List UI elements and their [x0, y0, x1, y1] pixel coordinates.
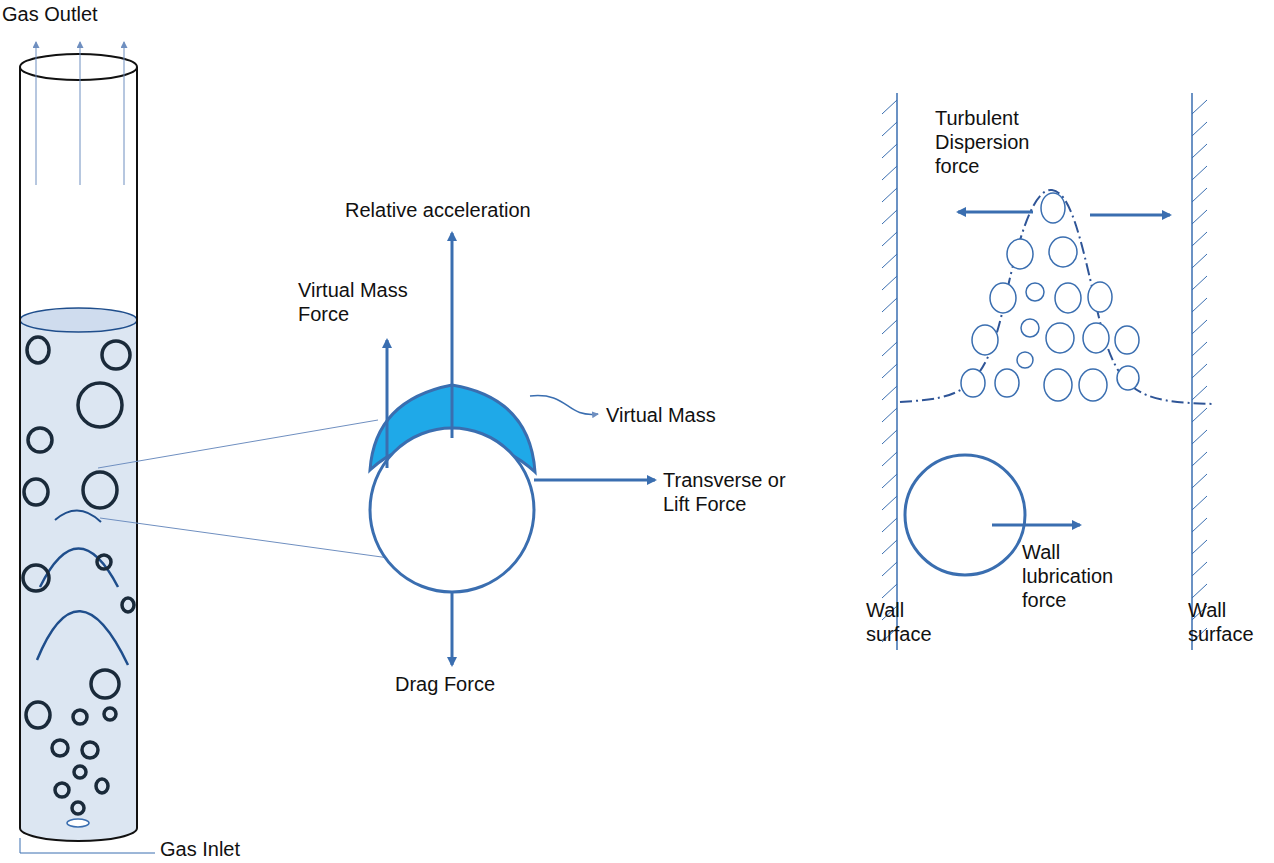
force-label: Wall surface: [1188, 598, 1268, 646]
wall-hatch: [882, 210, 897, 224]
wall-hatch: [1192, 386, 1207, 400]
gas-bubble: [52, 740, 68, 756]
wall-hatch: [882, 518, 897, 532]
gas-bubble: [990, 283, 1016, 313]
wall-hatch: [1192, 276, 1207, 290]
gas-bubble: [24, 479, 48, 505]
wall-hatch: [882, 100, 897, 114]
gas-bubble: [1055, 283, 1081, 313]
gas-bubble: [72, 802, 84, 814]
wall-hatch: [882, 540, 897, 554]
wall-hatch: [1192, 320, 1207, 334]
gas-bubble: [1088, 282, 1112, 312]
gas-bubble: [995, 369, 1019, 397]
wall-hatch: [1192, 540, 1207, 554]
wall-hatch: [1192, 452, 1207, 466]
wall-hatch: [1192, 584, 1207, 598]
wall-hatch: [882, 342, 897, 356]
gas-bubble: [1117, 366, 1139, 390]
wall-hatch: [882, 254, 897, 268]
wall-hatch: [1192, 188, 1207, 202]
bubble-column: [20, 42, 155, 853]
wall-hatch: [882, 474, 897, 488]
wall-hatch: [1192, 122, 1207, 136]
wall-hatch: [882, 188, 897, 202]
gas-bubble: [83, 472, 117, 508]
bubble-forces: [370, 233, 655, 665]
gas-bubble: [73, 710, 87, 724]
gas-bubble: [74, 766, 86, 778]
force-label: Virtual Mass: [606, 403, 756, 427]
wall-hatch: [882, 144, 897, 158]
wall-hatch: [882, 562, 897, 576]
wall-hatch: [882, 276, 897, 290]
gas-bubble: [1007, 239, 1033, 269]
gas-bubble: [26, 702, 50, 728]
wall-hatch: [1192, 144, 1207, 158]
wall-hatch: [1192, 342, 1207, 356]
wall-hatch: [1192, 430, 1207, 444]
gas-bubble: [1041, 193, 1065, 223]
wall-hatch: [882, 584, 897, 598]
wall-hatch: [1192, 474, 1207, 488]
gas-bubble: [1017, 352, 1033, 368]
wall-hatch: [882, 320, 897, 334]
wall-hatch: [1192, 562, 1207, 576]
wall-hatch: [882, 386, 897, 400]
gas-bubble: [1079, 369, 1107, 401]
gas-bubble: [91, 670, 119, 698]
wall-hatch: [1192, 364, 1207, 378]
gas-bubble: [78, 383, 122, 427]
wall-hatch: [882, 408, 897, 422]
gas-bubble: [1083, 323, 1109, 353]
gas-bubble: [122, 598, 134, 612]
wall-hatch: [1192, 100, 1207, 114]
wall-hatch: [882, 298, 897, 312]
force-label: Drag Force: [395, 672, 535, 696]
force-label: Turbulent Dispersion force: [935, 106, 1060, 178]
force-label: Gas Outlet: [2, 2, 142, 26]
wall-region: [882, 93, 1215, 650]
gas-bubble: [1049, 237, 1077, 267]
gas-bubble: [972, 325, 998, 355]
gas-bubble: [82, 742, 98, 758]
wall-hatch: [882, 364, 897, 378]
gas-bubble: [97, 555, 111, 569]
wall-hatch: [1192, 496, 1207, 510]
wall-hatch: [882, 122, 897, 136]
force-label: Wall lubrication force: [1022, 540, 1142, 612]
gas-bubble: [28, 428, 52, 452]
wall-hatch: [882, 430, 897, 444]
force-label: Wall surface: [866, 598, 946, 646]
wall-hatch: [882, 232, 897, 246]
gas-bubble: [102, 341, 130, 369]
gas-bubble: [1044, 369, 1072, 401]
force-label: Relative acceleration: [345, 198, 585, 222]
gas-bubble: [1115, 326, 1139, 354]
gas-bubble: [1026, 283, 1044, 301]
force-label: Gas Inlet: [160, 837, 280, 861]
gas-bubble: [961, 369, 985, 397]
gas-bubble: [1021, 319, 1039, 337]
gas-bubble: [96, 779, 108, 793]
wall-hatch: [882, 452, 897, 466]
force-label: Virtual Mass Force: [298, 278, 428, 326]
wall-hatch: [1192, 298, 1207, 312]
gas-bubble: [55, 783, 69, 797]
wall-hatch: [1192, 408, 1207, 422]
wall-hatch: [882, 166, 897, 180]
wall-hatch: [1192, 166, 1207, 180]
wall-hatch: [1192, 254, 1207, 268]
gas-bubble: [23, 565, 49, 591]
gas-bubble: [104, 708, 116, 720]
wall-hatch: [1192, 518, 1207, 532]
wall-hatch: [1192, 210, 1207, 224]
gas-bubble: [27, 337, 49, 363]
wall-hatch: [1192, 232, 1207, 246]
wall-hatch: [882, 496, 897, 510]
gas-bubble: [1046, 323, 1074, 353]
force-label: Transverse or Lift Force: [663, 468, 808, 516]
